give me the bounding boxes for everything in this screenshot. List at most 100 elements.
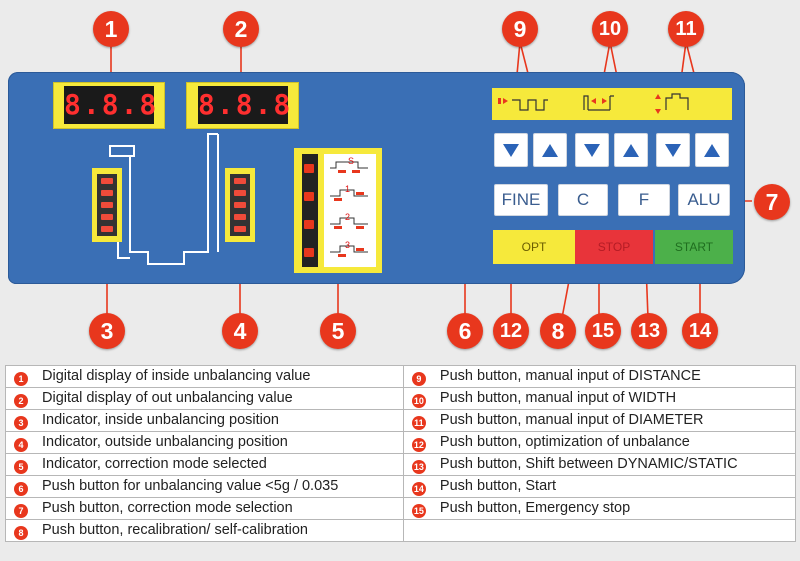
callout-11: 11 xyxy=(668,11,704,47)
legend-number-badge: 11 xyxy=(411,415,426,430)
outside-unbalance-display: 8.8.8 xyxy=(198,86,290,124)
arrow-up-icon xyxy=(704,143,720,157)
stop-button[interactable]: STOP xyxy=(575,230,653,264)
legend-text: Push button, Start xyxy=(439,477,556,494)
legend-number-badge: 4 xyxy=(14,437,28,452)
callout-3: 3 xyxy=(89,313,125,349)
legend-cell-left: 3 Indicator, inside unbalancing position xyxy=(5,409,404,432)
fine-button[interactable]: FINE xyxy=(494,184,548,216)
arrow-up-icon xyxy=(623,143,639,157)
legend-text: Push button for unbalancing value <5g / … xyxy=(42,477,339,494)
legend-number-badge: 10 xyxy=(411,393,426,408)
legend-number-badge: 3 xyxy=(14,415,28,430)
legend-text: Push button, Emergency stop xyxy=(439,499,631,516)
legend-row: 8 Push button, recalibration/ self-calibr… xyxy=(5,519,797,542)
mode-label-2: 2 xyxy=(345,212,351,222)
distance-down-button[interactable] xyxy=(494,133,528,167)
legend-table: 1 Digital display of inside unbalancing v… xyxy=(5,365,797,542)
alu-button[interactable]: ALU xyxy=(678,184,730,216)
legend-row: 6 Push button for unbalancing value <5g /… xyxy=(5,475,797,498)
legend-text: Push button, correction mode selection xyxy=(42,499,293,516)
inside-unbalance-display: 8.8.8 xyxy=(64,86,156,124)
arrow-down-icon xyxy=(584,143,600,157)
legend-row: 1 Digital display of inside unbalancing v… xyxy=(5,365,797,388)
diameter-up-button[interactable] xyxy=(695,133,729,167)
mode-legend-card: S 1 2 3 xyxy=(324,154,376,267)
legend-text: Digital display of inside unbalancing va… xyxy=(42,367,311,384)
callout-1: 1 xyxy=(93,11,129,47)
calibration-button[interactable]: C xyxy=(558,184,608,216)
outside-position-indicator xyxy=(230,174,250,236)
legend-cell-left: 8 Push button, recalibration/ self-calibr… xyxy=(5,519,404,542)
legend-text: Indicator, outside unbalancing position xyxy=(42,433,288,450)
legend-number-badge: 15 xyxy=(411,503,426,518)
legend-cell-left: 2 Digital display of out unbalancing valu… xyxy=(5,387,404,410)
mode-label-1: 1 xyxy=(345,184,351,194)
mode-label-3: 3 xyxy=(345,240,351,250)
callout-2: 2 xyxy=(223,11,259,47)
callout-9: 9 xyxy=(502,11,538,47)
legend-cell-right: 12 Push button, optimization of unbalance xyxy=(402,431,797,454)
callout-14: 14 xyxy=(682,313,718,349)
legend-number-badge: 2 xyxy=(14,393,28,408)
legend-text: Push button, manual input of DIAMETER xyxy=(439,411,704,428)
legend-row: 7 Push button, correction mode selection 1… xyxy=(5,497,797,520)
arrow-up-icon xyxy=(542,143,558,157)
correction-mode-indicator: S 1 2 3 xyxy=(294,148,382,273)
legend-row: 3 Indicator, inside unbalancing position 1… xyxy=(5,409,797,432)
legend-row: 2 Digital display of out unbalancing valu… xyxy=(5,387,797,410)
mode-led-column xyxy=(302,154,318,267)
legend-cell-right: 15 Push button, Emergency stop xyxy=(402,497,797,520)
legend-number-badge: 6 xyxy=(14,481,28,496)
legend-number-badge: 8 xyxy=(14,525,28,540)
legend-text: Push button, manual input of WIDTH xyxy=(439,389,677,406)
dynamic-static-button[interactable]: F xyxy=(618,184,670,216)
legend-number-badge: 1 xyxy=(14,371,28,386)
mode-label-s: S xyxy=(348,156,355,166)
legend-cell-left: 4 Indicator, outside unbalancing position xyxy=(5,431,404,454)
arrow-down-icon xyxy=(503,143,519,157)
diameter-down-button[interactable] xyxy=(656,133,690,167)
callout-4: 4 xyxy=(222,313,258,349)
callout-8: 8 xyxy=(540,313,576,349)
legend-cell-left: 7 Push button, correction mode selection xyxy=(5,497,404,520)
legend-text: Push button, recalibration/ self-calibra… xyxy=(42,521,308,538)
legend-cell-right xyxy=(402,519,797,542)
callout-15: 15 xyxy=(585,313,621,349)
callout-7: 7 xyxy=(754,184,790,220)
width-down-button[interactable] xyxy=(575,133,609,167)
start-button[interactable]: START xyxy=(655,230,733,264)
legend-text: Digital display of out unbalancing value xyxy=(42,389,293,406)
legend-number-badge: 12 xyxy=(411,437,426,452)
legend-cell-right: 11 Push button, manual input of DIAMETER xyxy=(402,409,797,432)
legend-text: Indicator, inside unbalancing position xyxy=(42,411,279,428)
legend-cell-right: 9 Push button, manual input of DISTANCE xyxy=(402,365,797,388)
legend-row: 4 Indicator, outside unbalancing position… xyxy=(5,431,797,454)
distance-up-button[interactable] xyxy=(533,133,567,167)
mode-weight-symbols xyxy=(330,161,368,257)
legend-cell-right: 10 Push button, manual input of WIDTH xyxy=(402,387,797,410)
legend-number-badge: 7 xyxy=(14,503,28,518)
inside-position-indicator xyxy=(97,174,117,236)
arrow-down-icon xyxy=(665,143,681,157)
opt-button[interactable]: OPT xyxy=(493,230,575,264)
callout-13: 13 xyxy=(631,313,667,349)
legend-cell-left: 6 Push button for unbalancing value <5g /… xyxy=(5,475,404,498)
callout-10: 10 xyxy=(592,11,628,47)
callout-6: 6 xyxy=(447,313,483,349)
dimension-symbols xyxy=(498,93,689,114)
legend-text: Push button, optimization of unbalance xyxy=(439,433,690,450)
legend-number-badge: 9 xyxy=(411,371,426,386)
callout-12: 12 xyxy=(493,313,529,349)
legend-cell-left: 1 Digital display of inside unbalancing v… xyxy=(5,365,404,388)
dimension-symbol-strip xyxy=(492,88,732,120)
legend-text: Indicator, correction mode selected xyxy=(42,455,267,472)
legend-text: Push button, manual input of DISTANCE xyxy=(439,367,701,384)
callout-5: 5 xyxy=(320,313,356,349)
width-up-button[interactable] xyxy=(614,133,648,167)
legend-number-badge: 13 xyxy=(411,459,426,474)
